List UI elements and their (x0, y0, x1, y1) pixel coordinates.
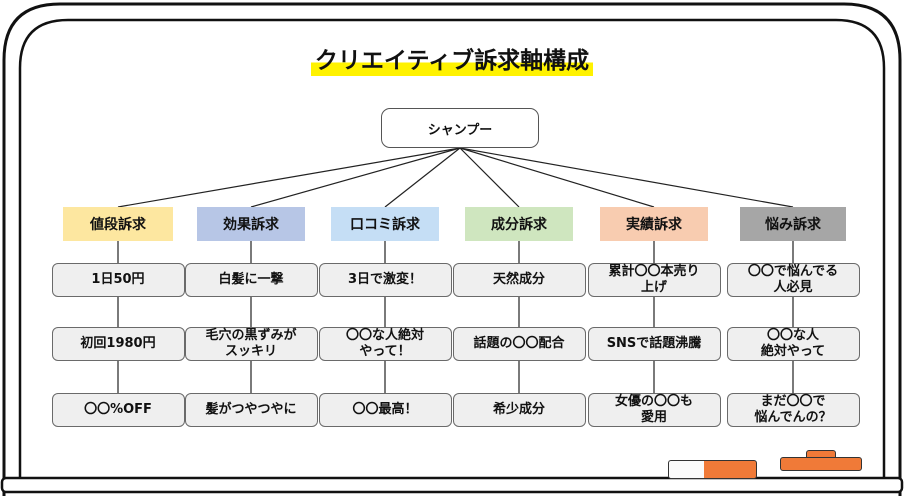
root-to-category-line (384, 147, 461, 208)
marker-holder-icon (780, 457, 862, 471)
item-track-record-2: SNSで話題沸騰 (587, 327, 721, 361)
item-effect-1: 白髪に一撃 (184, 263, 318, 297)
eraser-handle (704, 460, 757, 479)
category-price: 値段訴求 (63, 207, 173, 241)
item-review-3: 〇〇最高！ (318, 393, 452, 427)
item-effect-3: 髪がつやつやに (184, 393, 318, 427)
item-worry-2: 〇〇な人 絶対やって (726, 327, 860, 361)
item-ingredient-1: 天然成分 (452, 263, 586, 297)
item-price-3: 〇〇%OFF (51, 393, 185, 427)
whiteboard-inner-border (18, 18, 886, 482)
item-worry-1: 〇〇で悩んでる 人必見 (726, 263, 860, 297)
item-ingredient-3: 希少成分 (452, 393, 586, 427)
item-track-record-3: 女優の〇〇も 愛用 (587, 393, 721, 427)
item-effect-2: 毛穴の黒ずみが スッキリ (184, 327, 318, 361)
category-review: 口コミ訴求 (331, 207, 439, 241)
root-to-category-line (459, 147, 520, 208)
root-to-category-line (117, 147, 461, 208)
connector-lines (117, 147, 794, 393)
item-ingredient-2: 話題の〇〇配合 (452, 327, 586, 361)
whiteboard-ledge (0, 476, 904, 494)
root-to-category-line (459, 147, 655, 208)
item-review-1: 3日で激変！ (318, 263, 452, 297)
item-worry-3: まだ〇〇で 悩んでんの？ (726, 393, 860, 427)
category-ingredient: 成分訴求 (465, 207, 573, 241)
category-worry: 悩み訴求 (740, 207, 846, 241)
eraser-icon (668, 460, 705, 479)
root-to-category-line (459, 147, 794, 208)
item-track-record-1: 累計〇〇本売り 上げ (587, 263, 721, 297)
item-review-2: 〇〇な人絶対 やって！ (318, 327, 452, 361)
category-effect: 効果訴求 (197, 207, 305, 241)
root-to-category-line (250, 147, 461, 208)
item-price-1: 1日50円 (51, 263, 185, 297)
item-price-2: 初回1980円 (51, 327, 185, 361)
root-node: シャンプー (381, 108, 539, 148)
diagram-title: クリエイティブ訴求軸構成 (310, 46, 594, 76)
category-track-record: 実績訴求 (600, 207, 708, 241)
